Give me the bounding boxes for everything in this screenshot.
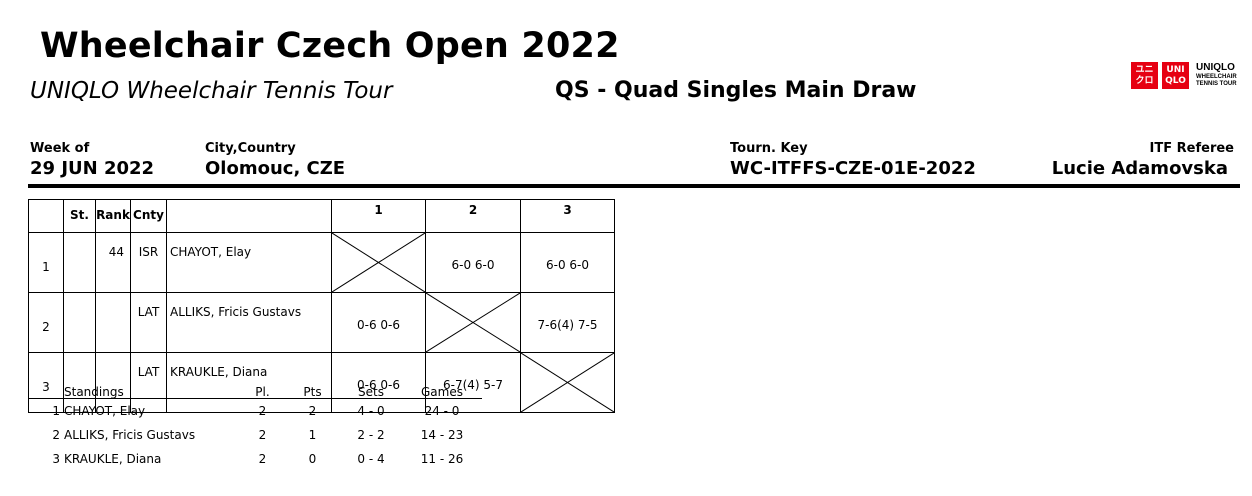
standing-sets: 4 - 0: [357, 404, 385, 418]
row-number: 1: [28, 232, 64, 293]
col-st-header: St.: [63, 199, 96, 233]
city-value: Olomouc, CZE: [205, 158, 346, 179]
seed-status: [63, 352, 96, 413]
standings-pl-header: Pl.: [240, 386, 285, 399]
draw-name: QS - Quad Singles Main Draw: [555, 78, 917, 103]
standing-points: 2: [308, 404, 317, 418]
player-name: CHAYOT, Elay: [166, 232, 332, 293]
player-name: KRAUKLE, Diana: [166, 352, 332, 413]
list-item: 2 ALLIKS, Fricis Gustavs 2 1 2 - 2 14 - …: [28, 423, 482, 447]
seed-status: [63, 232, 96, 293]
standing-games: 14 - 23: [420, 428, 464, 442]
standing-played: 2: [258, 428, 267, 442]
draw-table: St. Rank Cnty 1 2 3 1 44 ISR CHAYOT, Ela…: [28, 199, 615, 413]
referee-value: Lucie Adamovska: [1051, 158, 1228, 179]
logo-wordmark: UNIQLO WHEELCHAIR TENNIS TOUR: [1196, 62, 1237, 88]
table-row: 1 44 ISR CHAYOT, Elay 6-0 6-0 6-0 6-0: [28, 232, 615, 293]
standing-games: 24 - 0: [424, 404, 460, 418]
player-country: ISR: [130, 232, 167, 293]
match-score: 6-0 6-0: [425, 232, 521, 293]
match-score: 0-6 0-6: [331, 352, 426, 413]
self-match-cross: [425, 292, 521, 353]
standings-pts-header: Pts: [285, 386, 340, 399]
standing-games: 11 - 26: [420, 452, 464, 466]
standing-position: 1: [52, 404, 60, 418]
draw-header-row: St. Rank Cnty 1 2 3: [28, 199, 615, 233]
col-num-header: [28, 199, 64, 233]
col-1-header: 1: [331, 199, 426, 233]
table-row: 3 LAT KRAUKLE, Diana 0-6 0-6 6-7(4) 5-7: [28, 352, 615, 413]
standing-player: ALLIKS, Fricis Gustavs: [64, 428, 196, 442]
player-country: LAT: [130, 352, 167, 413]
self-match-cross: [331, 232, 426, 293]
standings-table: Standings Pl. Pts Sets Games 1 CHAYOT, E…: [28, 386, 482, 471]
standings-sets-header: Sets: [340, 386, 402, 399]
standing-player: KRAUKLE, Diana: [64, 452, 162, 466]
standing-points: 0: [308, 452, 317, 466]
table-row: 2 LAT ALLIKS, Fricis Gustavs 0-6 0-6 7-6…: [28, 292, 615, 353]
col-3-header: 3: [520, 199, 615, 233]
header-rule: [28, 184, 1240, 188]
logo-katakana-box: ユニ クロ: [1131, 62, 1158, 89]
standing-points: 1: [308, 428, 317, 442]
seed-status: [63, 292, 96, 353]
col-rank-header: Rank: [95, 199, 131, 233]
standing-position: 3: [52, 452, 60, 466]
row-number: 2: [28, 292, 64, 353]
match-score: 0-6 0-6: [331, 292, 426, 353]
player-country: LAT: [130, 292, 167, 353]
list-item: 1 CHAYOT, Elay 2 2 4 - 0 24 - 0: [28, 399, 482, 424]
match-score: 7-6(4) 7-5: [520, 292, 615, 353]
standing-sets: 2 - 2: [357, 428, 385, 442]
page-title: Wheelchair Czech Open 2022: [40, 26, 620, 66]
list-item: 3 KRAUKLE, Diana 2 0 0 - 4 11 - 26: [28, 447, 482, 471]
standing-played: 2: [258, 452, 267, 466]
city-label: City,Country: [205, 141, 296, 156]
standings-header-row: Standings Pl. Pts Sets Games: [28, 386, 482, 399]
logo-latin-box: UNI QLO: [1162, 62, 1189, 89]
col-cnty-header: Cnty: [130, 199, 167, 233]
match-score: 6-0 6-0: [520, 232, 615, 293]
standings-name-header: Standings: [64, 386, 240, 399]
player-rank: 44: [95, 232, 131, 293]
tourn-key-value: WC-ITFFS-CZE-01E-2022: [730, 158, 976, 179]
standing-sets: 0 - 4: [357, 452, 385, 466]
standing-position: 2: [52, 428, 60, 442]
col-name-header: [166, 199, 332, 233]
tourn-key-label: Tourn. Key: [730, 141, 808, 156]
standings-games-header: Games: [402, 386, 482, 399]
player-rank: [95, 292, 131, 353]
week-value: 29 JUN 2022: [30, 158, 155, 179]
col-2-header: 2: [425, 199, 521, 233]
uniqlo-logo: ユニ クロ UNI QLO UNIQLO WHEELCHAIR TENNIS T…: [1131, 62, 1241, 92]
standing-player: CHAYOT, Elay: [64, 404, 146, 418]
standing-played: 2: [258, 404, 267, 418]
player-name: ALLIKS, Fricis Gustavs: [166, 292, 332, 353]
referee-label: ITF Referee: [1149, 141, 1234, 156]
tour-subtitle: UNIQLO Wheelchair Tennis Tour: [30, 78, 393, 104]
self-match-cross: [520, 352, 615, 413]
week-label: Week of: [30, 141, 90, 156]
